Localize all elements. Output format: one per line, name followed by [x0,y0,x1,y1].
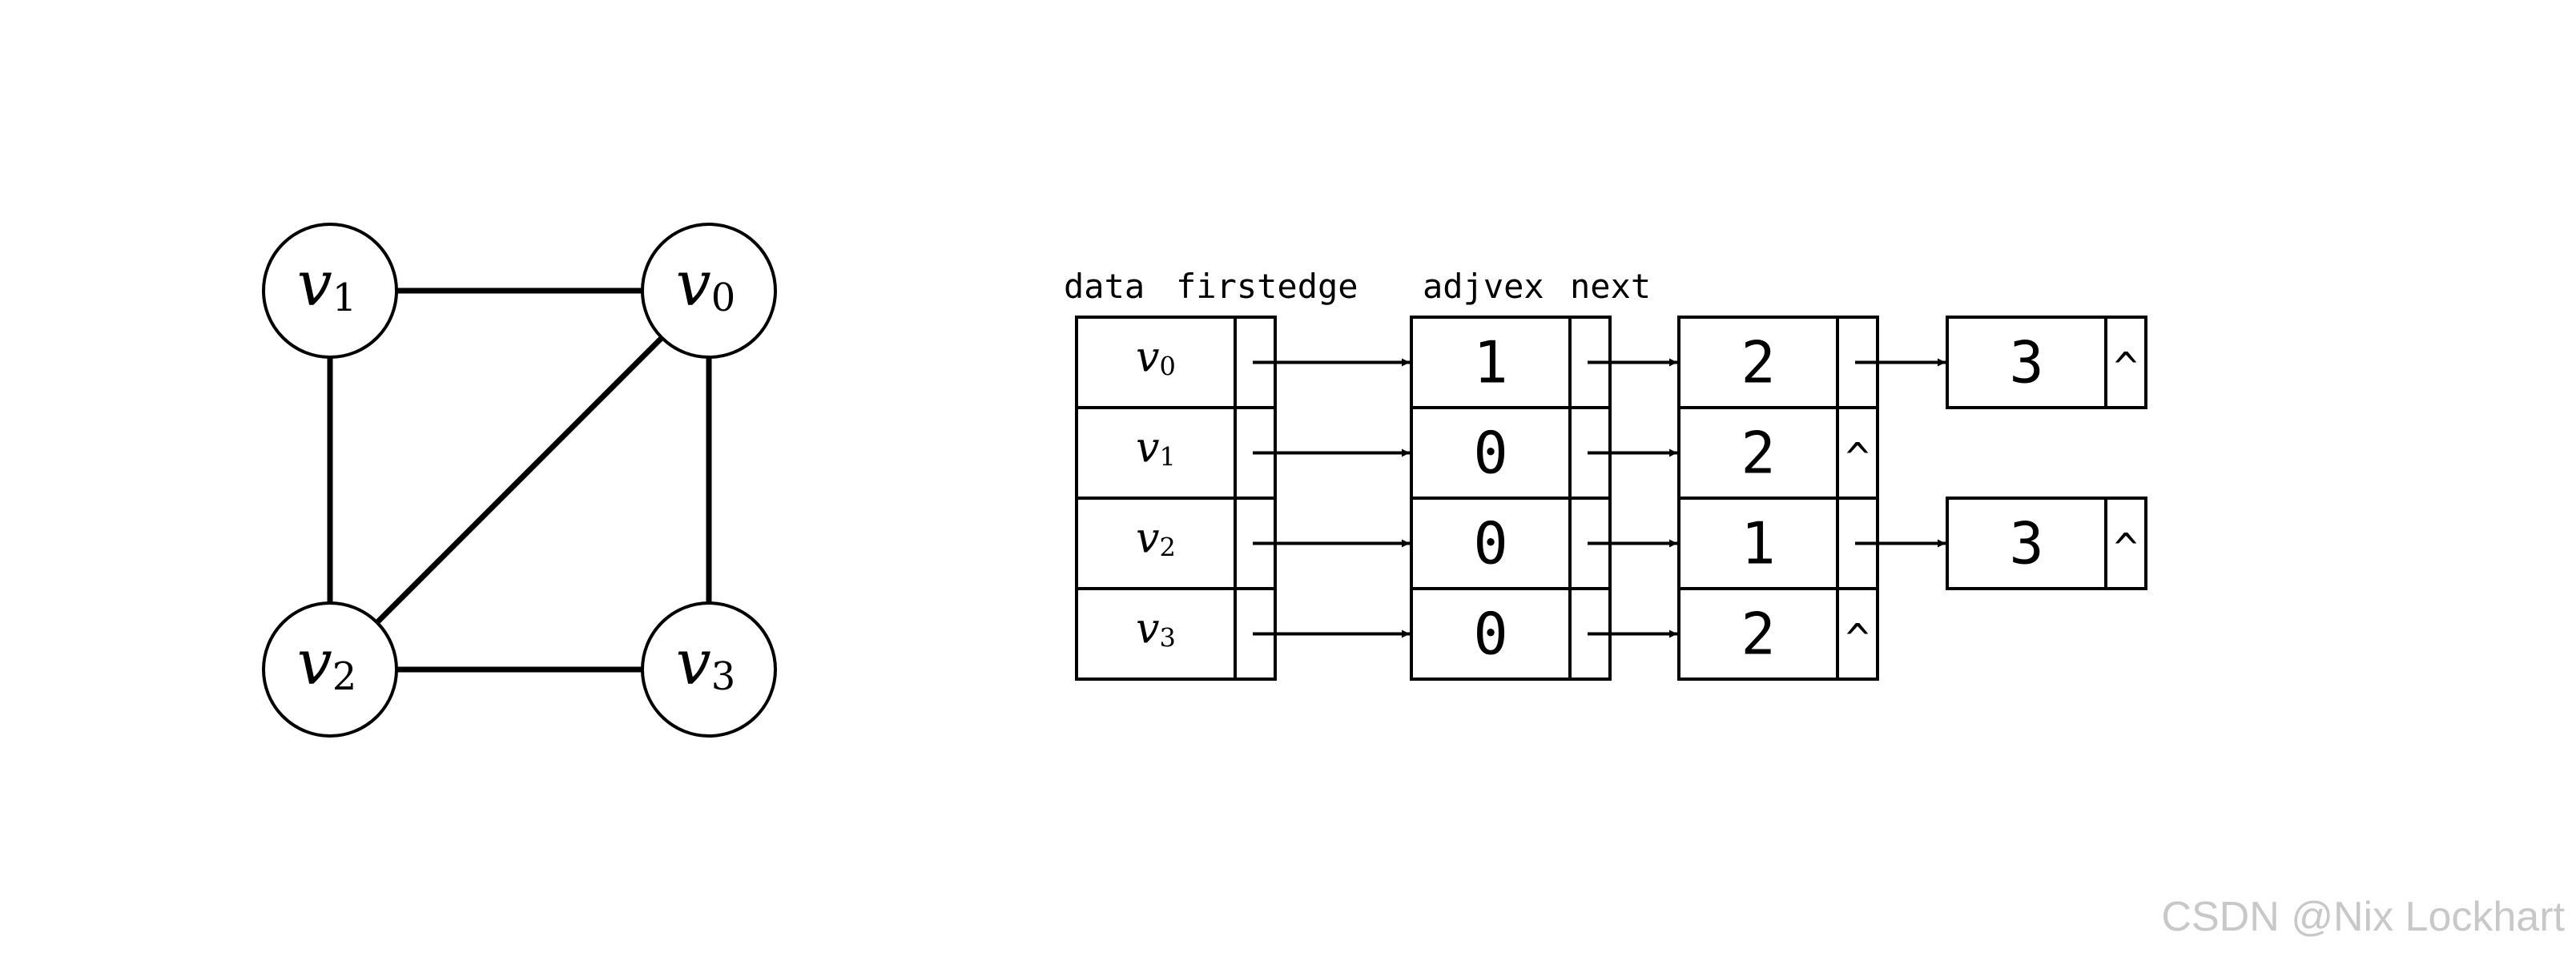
edge-node: 0 [1410,497,1612,590]
adjvex-value: 0 [1473,510,1507,577]
null-pointer-symbol: ^ [2114,525,2138,572]
adjvex-value: 1 [1741,510,1775,577]
edge-node-box [1677,587,1879,681]
vertex-head-node: v0 [1075,316,1277,409]
graph-node-circle [641,601,777,738]
graph-nodes: v0 v1 v2 v3 [262,223,777,738]
adjvex-value: 2 [1741,329,1775,396]
vertex-head-box [1075,316,1277,409]
graph-node-v2: v2 [262,601,398,738]
edge-node-box [1410,587,1612,681]
header-adjvex: adjvex [1423,267,1544,306]
edge-node: 2^ [1677,406,1879,500]
null-pointer-symbol: ^ [1845,616,1870,662]
adjvex-value: 2 [1741,420,1775,487]
vertex-data-label: v0 [1136,334,1176,382]
vertex-head-box [1075,406,1277,500]
edge-node: 3^ [1946,497,2147,590]
edge-node: 2^ [1677,587,1879,681]
adjvex-value: 0 [1473,420,1507,487]
graph-edges [327,287,712,673]
watermark-text: CSDN @Nix Lockhart [2161,894,2565,940]
adjacency-list-headers: data firstedge adjvex next [1064,267,1651,306]
null-pointer-symbol: ^ [1845,435,1870,481]
graph-node-v1: v1 [262,223,398,359]
vertex-head-node: v3 [1075,587,1277,681]
edge-node-box [1410,316,1612,409]
header-firstedge: firstedge [1176,267,1358,306]
vertex-head-box [1075,497,1277,590]
edge-node: 1 [1677,497,1879,590]
graph-node-v0: v0 [641,223,777,359]
graph-node-circle [262,601,398,738]
graph-node-label: v0 [676,248,736,320]
edge-node-box [1677,497,1879,590]
adjvex-value: 0 [1473,601,1507,668]
edge-node-box [1946,316,2147,409]
vertex-data-label: v2 [1136,515,1176,563]
vertex-head-box [1075,587,1277,681]
graph-node-circle [641,223,777,359]
edge-node-box [1410,497,1612,590]
graph-node-label: v2 [297,627,357,699]
graph-node-label: v1 [297,248,357,320]
vertex-data-label: v3 [1136,605,1176,653]
graph-edge-v0-v2 [375,336,664,625]
header-next: next [1570,267,1651,306]
edge-node: 0 [1410,587,1612,681]
adjacency-list-arrows [1253,358,1946,638]
vertex-head-node: v1 [1075,406,1277,500]
graph-node-circle [262,223,398,359]
adjvex-value: 3 [2009,329,2043,396]
adjvex-value: 1 [1473,329,1507,396]
adjvex-value: 2 [1741,601,1775,668]
edge-node: 0 [1410,406,1612,500]
edge-node: 2 [1677,316,1879,409]
header-data: data [1064,267,1145,306]
graph-node-v3: v3 [641,601,777,738]
edge-node-box [1410,406,1612,500]
vertex-head-node: v2 [1075,497,1277,590]
edge-node-box [1677,316,1879,409]
edge-node: 3^ [1946,316,2147,409]
null-pointer-symbol: ^ [2114,344,2138,391]
edge-node: 1 [1410,316,1612,409]
edge-node-box [1946,497,2147,590]
graph-node-label: v3 [676,627,736,699]
vertex-data-label: v1 [1136,424,1176,472]
adjvex-value: 3 [2009,510,2043,577]
